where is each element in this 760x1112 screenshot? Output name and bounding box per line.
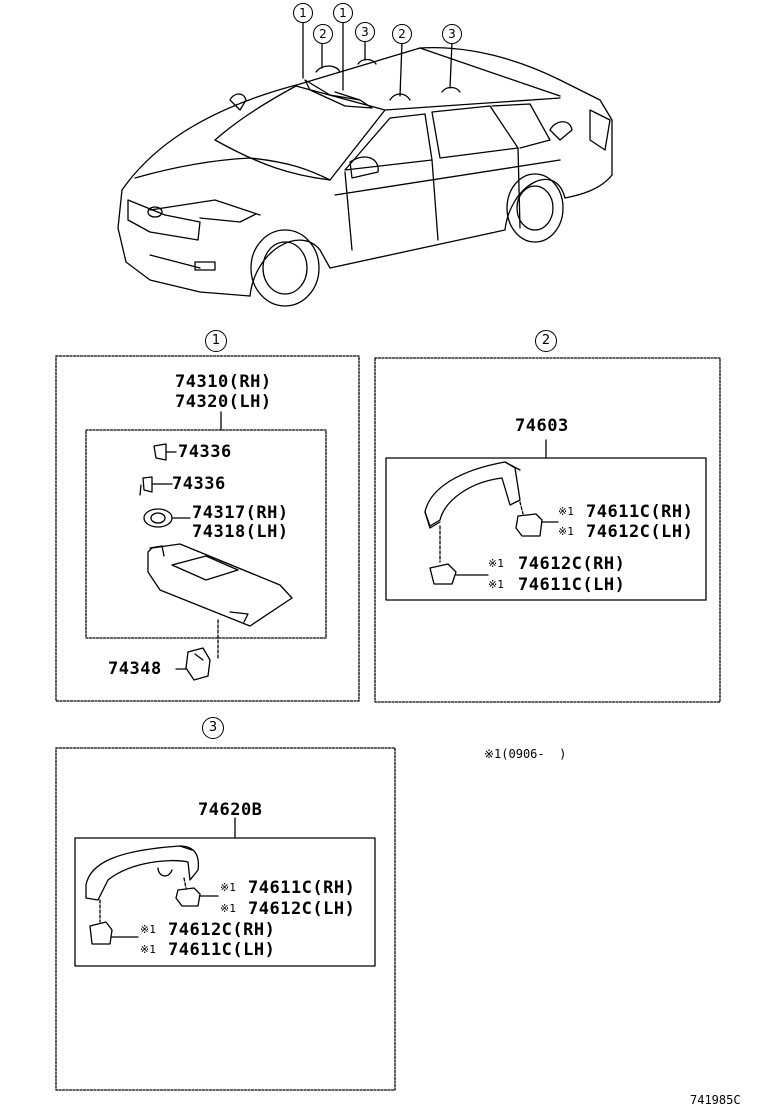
panel-3-number: 3 <box>202 717 224 739</box>
part-74612c-lh-3: 74612C(LH) <box>248 899 356 919</box>
mark-3c: ※1 <box>140 923 156 936</box>
mark-3b: ※1 <box>220 902 236 915</box>
panel-1-frame <box>55 355 360 702</box>
part-74612c-rh: 74612C(RH) <box>518 554 626 574</box>
panel-2-frame <box>374 357 721 703</box>
part-74318-lh: 74318(LH) <box>192 522 289 542</box>
callout-2-left: 2 <box>313 24 333 44</box>
mark-3a: ※1 <box>220 881 236 894</box>
part-74611c-lh-3: 74611C(LH) <box>168 940 276 960</box>
mark-1d: ※1 <box>488 578 504 591</box>
callout-2-right: 2 <box>392 24 412 44</box>
panel-2-number: 2 <box>535 330 557 352</box>
mark-1a: ※1 <box>558 505 574 518</box>
mark-1c: ※1 <box>488 557 504 570</box>
part-74336-a: 74336 <box>178 442 232 462</box>
car-illustration <box>117 19 613 307</box>
part-74611c-rh: 74611C(RH) <box>586 502 694 522</box>
part-74317-rh: 74317(RH) <box>192 503 289 523</box>
figure-id: 741985C <box>690 1093 741 1107</box>
callout-1-left: 1 <box>293 3 313 23</box>
part-74612c-rh-3: 74612C(RH) <box>168 920 276 940</box>
part-74348: 74348 <box>108 659 162 679</box>
part-74336-b: 74336 <box>172 474 226 494</box>
part-74320-lh: 74320(LH) <box>175 392 272 412</box>
mark-3d: ※1 <box>140 943 156 956</box>
part-74603: 74603 <box>515 416 569 436</box>
callout-3-left: 3 <box>355 22 375 42</box>
part-74611c-rh-3: 74611C(RH) <box>248 878 356 898</box>
part-74310-rh: 74310(RH) <box>175 372 272 392</box>
part-74612c-lh: 74612C(LH) <box>586 522 694 542</box>
callout-3-right: 3 <box>442 24 462 44</box>
production-note: ※1(0906- ) <box>484 747 567 761</box>
part-74620b: 74620B <box>198 800 263 820</box>
mark-1b: ※1 <box>558 525 574 538</box>
callout-1-right: 1 <box>333 3 353 23</box>
panel-1-number: 1 <box>205 330 227 352</box>
part-74611c-lh: 74611C(LH) <box>518 575 626 595</box>
panel-3-frame <box>55 747 396 1091</box>
